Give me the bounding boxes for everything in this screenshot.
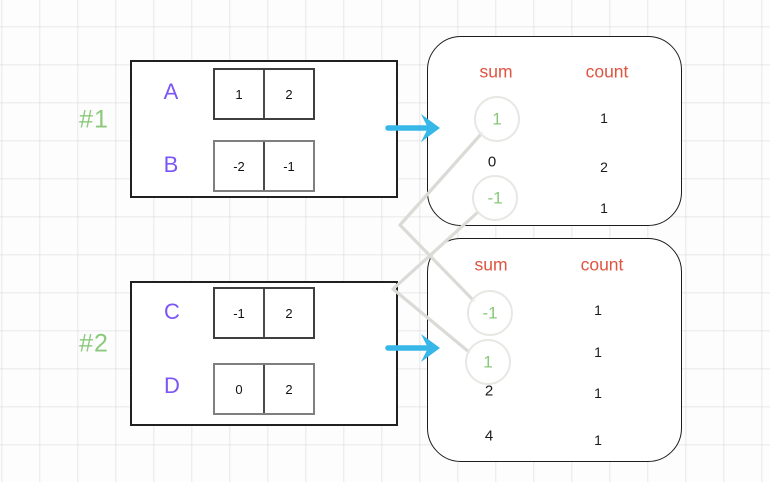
ex2-count-value: 1 [594,302,602,318]
array-a-cells: 1 2 [213,68,315,120]
array-b-cell-0: -2 [233,158,245,174]
ex1-count-header: count [585,61,629,82]
array-c-cell-0: -1 [233,305,245,321]
array-d-cells: 0 2 [213,363,315,415]
highlight-circle-ex1-sum-1 [472,175,518,221]
ex1-count-value: 1 [600,200,608,216]
ex2-sum-value: -1 [482,303,498,323]
array-b-cells: -2 -1 [213,140,315,192]
ex2-sum-value: 1 [483,352,493,372]
highlight-circle-ex1-sum1 [474,96,520,142]
highlight-circle-ex2-sum-1 [467,290,513,336]
ex2-sum-header: sum [474,254,508,275]
array-a-cell-0: 1 [235,86,243,102]
array-a-label: A [163,79,179,104]
example-1-result-box [427,36,682,226]
array-d-label: D [164,373,180,398]
array-c-label: C [164,299,180,324]
ex1-sum-value: 1 [492,109,502,129]
ex2-sum-value: 4 [484,427,494,445]
array-d-cell-1: 2 [263,365,313,413]
ex1-sum-header: sum [479,61,513,82]
ex2-count-value: 1 [594,432,602,448]
ex1-sum-value: 0 [487,153,497,171]
ex1-sum-value: -1 [487,188,503,208]
array-c-cell-1: 2 [263,289,313,337]
array-c-cells: -1 2 [213,287,315,339]
ex2-count-value: 1 [594,385,602,401]
array-d-cell-0: 0 [235,381,243,397]
example-2-result-box [427,238,682,462]
ex2-count-value: 1 [594,344,602,360]
highlight-circle-ex2-sum1 [465,339,511,385]
example-2-label: #2 [79,329,109,358]
ex1-count-value: 1 [600,110,608,126]
ex2-count-header: count [580,254,624,275]
ex1-count-value: 2 [600,159,608,175]
array-b-label: B [163,152,179,177]
ex2-sum-value: 2 [484,382,494,400]
array-a-cell-1: 2 [263,70,313,118]
example-1-label: #1 [79,105,109,134]
array-b-cell-1: -1 [263,142,313,190]
